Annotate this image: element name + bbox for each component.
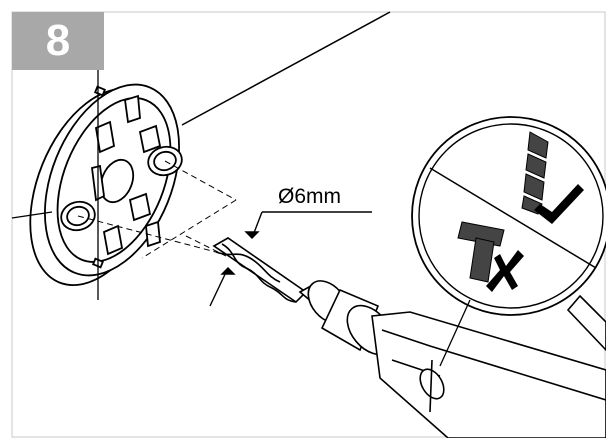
step-badge-bg <box>12 12 104 70</box>
dimension-label: Ø6mm <box>278 185 341 208</box>
step-number: 8 <box>45 16 71 65</box>
check-icon <box>534 184 584 224</box>
magnifier <box>411 116 606 367</box>
hammer-icon <box>457 221 505 283</box>
wall-line <box>181 11 391 126</box>
alignment-guides <box>77 160 237 259</box>
magnifier-divider <box>429 167 597 269</box>
mounting-plate <box>29 83 183 287</box>
cross-icon <box>486 250 524 292</box>
horizontal-axis-line <box>11 211 53 219</box>
dimension-marker <box>209 211 372 307</box>
drill <box>298 280 606 438</box>
